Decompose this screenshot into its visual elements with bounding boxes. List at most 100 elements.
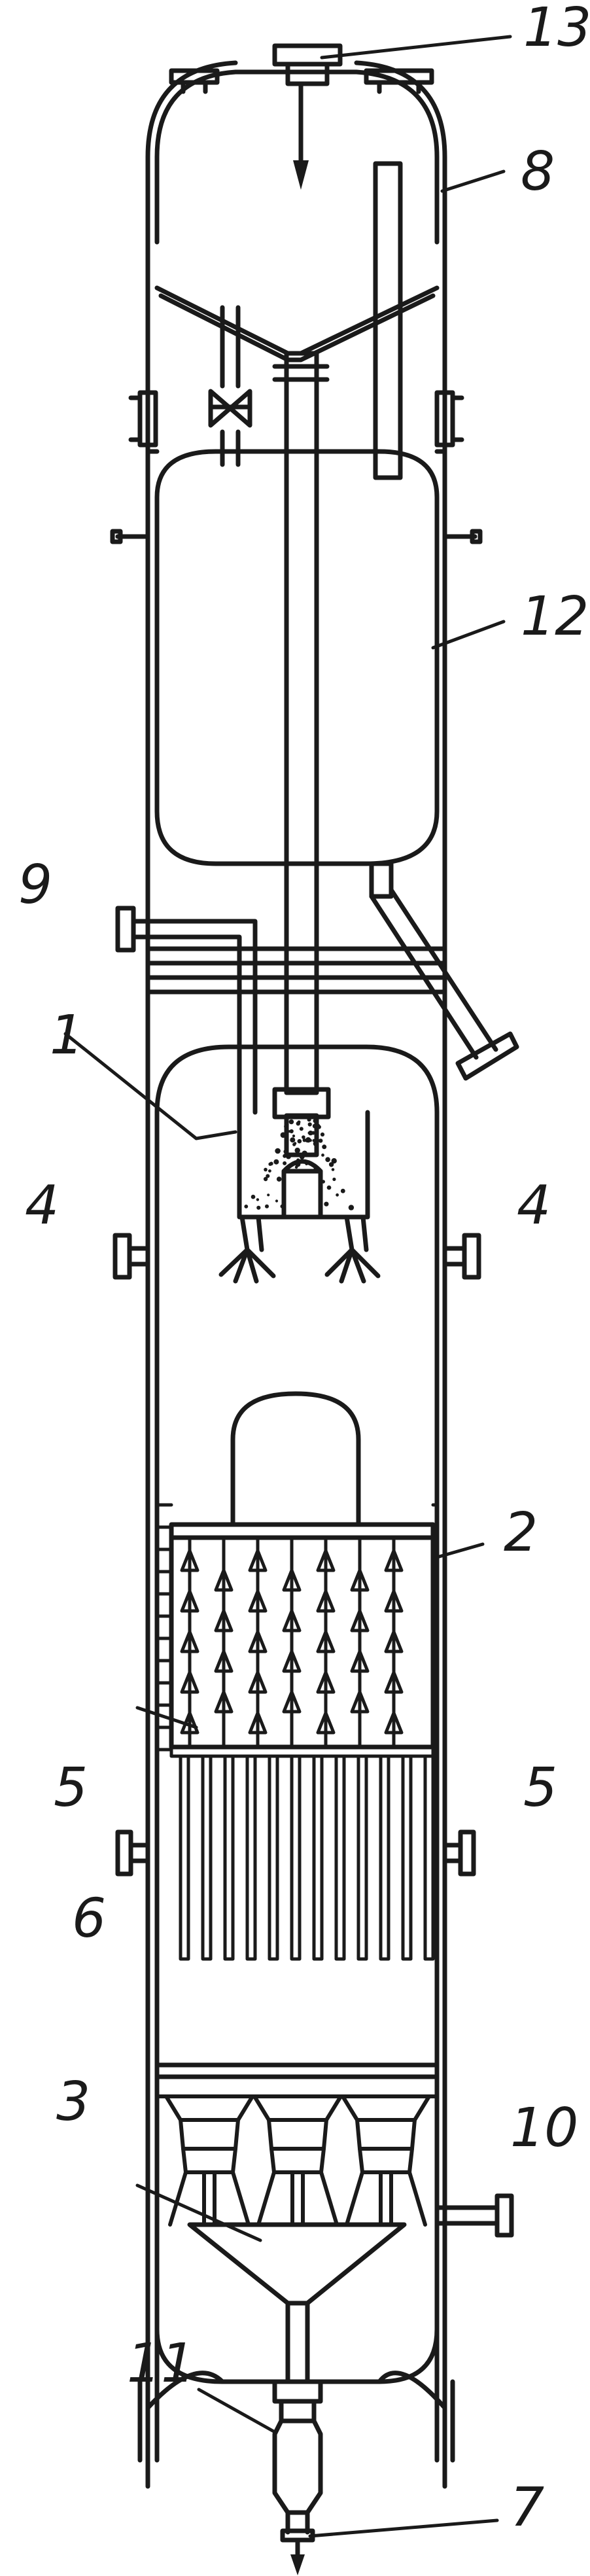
tree-triangle: [180, 1630, 200, 1653]
spray-dot: [321, 1180, 325, 1184]
tree-triangle: [180, 1589, 200, 1613]
spray-dot: [299, 1127, 304, 1131]
spray-dot: [283, 1154, 287, 1158]
bottom-outlet: [272, 2301, 323, 2575]
cup-leg: [256, 2170, 276, 2227]
spray-dot: [284, 1124, 288, 1129]
spray-dot: [294, 1148, 300, 1154]
callout-10: 9: [18, 854, 52, 916]
rake-pipe: [179, 1754, 190, 1961]
spray-dot: [267, 1193, 270, 1197]
tree-triangle: [248, 1630, 268, 1653]
spray-dot: [289, 1129, 294, 1134]
spray-dot: [313, 1167, 317, 1171]
tree-triangle: [350, 1690, 370, 1714]
spray-dot: [340, 1188, 345, 1193]
tree-triangle: [316, 1589, 336, 1613]
spray-dot: [276, 1176, 282, 1182]
leader-1: [63, 1032, 237, 1140]
spray-dot: [251, 1194, 256, 1199]
tree-triangle: [248, 1670, 268, 1694]
callout-5b: 5: [523, 1757, 557, 1819]
spray-dot: [283, 1150, 288, 1154]
rake-pipe: [290, 1754, 302, 1961]
cup-leg: [345, 2170, 364, 2227]
rake-pipe: [334, 1754, 346, 1961]
fork-nozzles: [218, 1214, 381, 1284]
cup-base: [358, 2147, 414, 2174]
spray-dot: [288, 1164, 292, 1167]
spray-dot: [290, 1137, 296, 1143]
rake-pipe: [356, 1754, 368, 1961]
spray-dot: [263, 1176, 268, 1182]
callout-6: 6: [72, 1888, 106, 1950]
spray-dot: [244, 1205, 249, 1209]
tree-triangle: [384, 1670, 404, 1694]
tree-triangle: [214, 1609, 234, 1632]
spray-dot: [292, 1135, 296, 1138]
spray-dot: [283, 1161, 287, 1165]
tree-triangle: [316, 1670, 336, 1694]
tree-triangle: [282, 1690, 302, 1714]
nozzles-4: [113, 1233, 481, 1280]
callout-9: 12: [521, 586, 589, 648]
cup-base: [181, 2147, 237, 2174]
nozzle-11: [434, 2193, 514, 2238]
spray-dot: [307, 1118, 311, 1122]
spray-dot: [332, 1177, 336, 1181]
spray-dot: [268, 1169, 271, 1173]
spray-dot: [324, 1201, 329, 1207]
spray-dot: [288, 1119, 294, 1125]
nozzles-5: [115, 1829, 476, 1877]
nozzle-10: [115, 906, 447, 1115]
tree-triangle: [384, 1549, 404, 1572]
spray-dot: [292, 1142, 296, 1146]
spray-dot: [305, 1162, 308, 1165]
callout-1: 1: [50, 1004, 84, 1067]
spray-dot: [302, 1135, 305, 1139]
spray-dot: [315, 1123, 321, 1128]
callout-3: 3: [56, 2071, 90, 2133]
spray-dot: [256, 1205, 261, 1210]
rake-pipe: [312, 1754, 324, 1961]
brick-walls: [155, 1503, 439, 1769]
callout-7: 8: [521, 141, 555, 203]
cup-top: [341, 2094, 431, 2122]
spray-dot: [266, 1174, 270, 1178]
rake-pipe: [245, 1754, 257, 1961]
valve-pipe: [208, 305, 252, 467]
spray-dot: [307, 1122, 312, 1127]
tree-triangle: [180, 1670, 200, 1694]
pipe-rake: [169, 1745, 435, 1961]
spray-dot: [297, 1138, 302, 1144]
spray-dot: [295, 1161, 301, 1167]
spray-dot: [325, 1157, 330, 1162]
tree-triangle: [350, 1650, 370, 1673]
spray-dot: [286, 1154, 291, 1159]
spray-dot: [264, 1167, 268, 1172]
rake-pipe: [379, 1754, 390, 1961]
tree-triangle: [248, 1549, 268, 1572]
cup-body: [355, 2118, 417, 2151]
callout-4b: 4: [517, 1174, 551, 1237]
callout-2: 2: [504, 1502, 538, 1564]
cup-leg: [408, 2170, 427, 2227]
tree-triangle: [248, 1589, 268, 1613]
spray-dot: [280, 1132, 286, 1138]
tree-triangle: [214, 1650, 234, 1673]
spray-dot: [320, 1132, 325, 1137]
callout-13: 7: [510, 2477, 544, 2539]
rake-pipe: [201, 1754, 213, 1961]
tree-triangle: [384, 1589, 404, 1613]
callouts: 13 8 12 9 1 4 4 2 5 5 6 3 10 11 7: [18, 0, 590, 2539]
rake-pipe: [223, 1754, 235, 1961]
spray-dot: [300, 1154, 305, 1159]
tree-triangle: [316, 1549, 336, 1572]
spray-dot: [336, 1193, 339, 1197]
central-riser: [272, 351, 331, 1157]
spray-dot: [273, 1159, 279, 1165]
spray-dot: [322, 1144, 327, 1150]
rake-pipe: [268, 1754, 279, 1961]
callout-8: 13: [523, 0, 590, 59]
